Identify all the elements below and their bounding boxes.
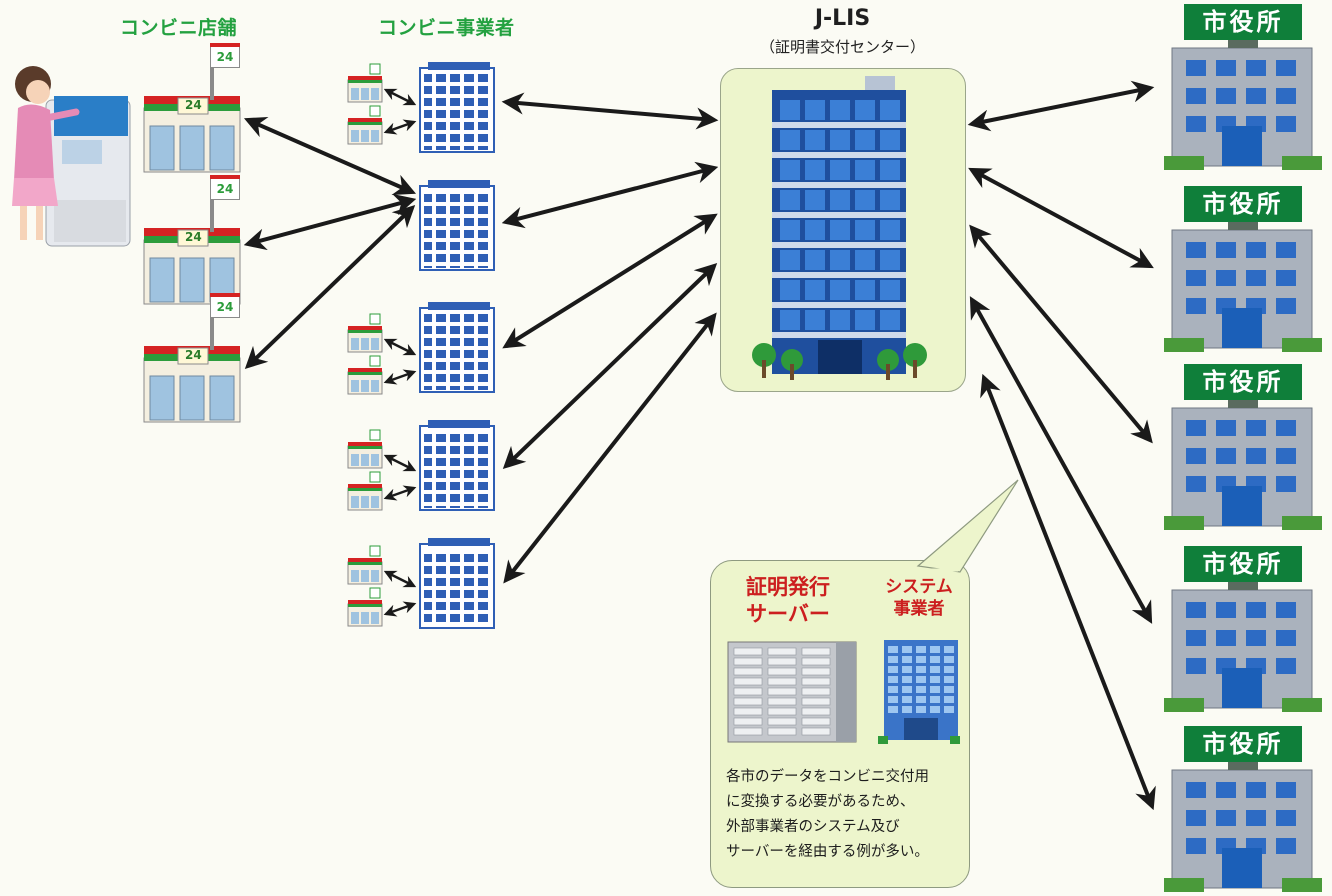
small-store-icon [347,545,383,585]
city-hall-sign: 市役所 [1184,364,1302,408]
system-label-line1: システム [885,577,953,597]
city-hall-4 [1164,589,1322,712]
double-arrow [980,373,1156,811]
city-hall-sign: 市役所 [1184,546,1302,590]
jlis-subtitle: （証明書交付センター） [759,38,925,56]
double-arrow [502,213,718,349]
certificate-server [727,641,857,743]
double-arrow [383,485,417,501]
jlis-building [752,76,927,380]
double-arrow [501,161,719,229]
double-arrow [383,338,417,356]
operator-buildings [419,62,495,629]
convenience-store-3 [143,316,241,423]
store-pole-sign: 24 [210,43,240,68]
double-arrow [969,224,1153,444]
system-operator-building [878,640,960,744]
city-halls [1164,47,1322,892]
small-store-icon [347,105,383,145]
store-pole-sign: 24 [210,293,240,318]
operator-building-2 [419,180,495,271]
city-hall-sign: 市役所 [1184,726,1302,770]
double-arrow [968,167,1154,269]
double-arrow [244,204,416,370]
city-hall-sign: 市役所 [1184,4,1302,48]
double-arrow [243,117,417,195]
small-store-icon [347,313,383,353]
double-arrow [383,88,417,106]
double-arrow [383,454,417,472]
double-arrow [243,193,417,251]
double-arrow [383,369,417,385]
double-arrow [383,601,417,617]
operator-building-4 [419,420,495,511]
note-line3: 外部事業者のシステム及び [726,819,900,835]
store-link-arrows [383,88,417,617]
operator-building-1 [419,62,495,153]
note-line1: 各市のデータをコンビニ交付用 [726,769,929,785]
double-arrow [502,262,718,470]
operator-building-5 [419,538,495,629]
store-awning-label: 24 [185,230,202,244]
stores-header: コンビニ店舗 [120,17,238,39]
jlis-title: J-LIS [814,6,871,31]
note-line2: に変換する必要があるため、 [726,794,915,810]
callout-note: 各市のデータをコンビニ交付用 に変換する必要があるため、 外部事業者のシステム及… [726,765,962,865]
store-awning-label: 24 [185,348,202,362]
small-store-icon [347,355,383,395]
double-arrow [383,570,417,588]
operator-building-3 [419,302,495,393]
customer-at-kiosk [12,66,131,247]
convenience-stores [143,66,241,423]
callout-tail [916,479,1019,573]
system-label-line2: 事業者 [893,599,945,619]
small-store-icon [347,429,383,469]
small-store-icon [347,471,383,511]
connection-arrows [243,80,1156,811]
server-label-line2: サーバー [746,602,830,626]
small-store-icon [347,63,383,103]
system-operator-label: システム 事業者 [876,576,962,620]
convenience-store-1 [143,66,241,173]
server-label: 証明発行 サーバー [728,574,848,628]
city-hall-2 [1164,229,1322,352]
double-arrow [383,119,417,135]
operators-header: コンビニ事業者 [378,17,515,39]
double-arrow [501,92,719,130]
city-hall-3 [1164,407,1322,530]
city-hall-sign: 市役所 [1184,186,1302,230]
store-pole-sign: 24 [210,175,240,200]
double-arrow [503,312,717,584]
double-arrow [967,80,1155,132]
city-hall-5 [1164,769,1322,892]
small-store-icon [347,587,383,627]
note-line4: サーバーを経由する例が多い。 [726,844,929,860]
store-awning-label: 24 [185,98,202,112]
convenience-store-2 [143,198,241,305]
server-label-line1: 証明発行 [746,575,830,599]
operator-affiliate-stores [347,63,383,627]
city-hall-1 [1164,47,1322,170]
